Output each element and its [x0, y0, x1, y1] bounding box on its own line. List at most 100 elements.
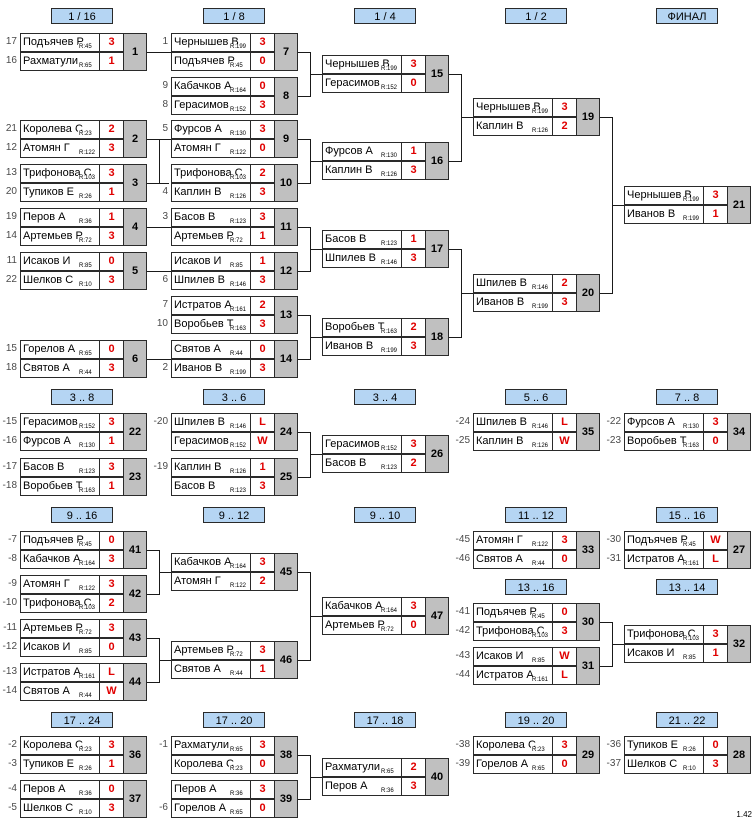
player-name: Воробьев Т [325, 321, 385, 333]
connector-line [298, 755, 310, 756]
player-score: 0 [99, 341, 123, 358]
player-score: L [552, 414, 576, 431]
connector-line [298, 183, 310, 184]
player-name: Святов А [174, 343, 221, 355]
player-rating: R:152 [78, 424, 97, 431]
player-name: Трифонова С [174, 167, 243, 179]
match-number: 36 [123, 736, 147, 774]
player-name: Чернышев В [325, 58, 390, 70]
match-number: 38 [274, 736, 298, 774]
player-name: Кабачков А [174, 80, 232, 92]
player-name: Перов А [174, 783, 217, 795]
player-name: Герасимов [325, 77, 380, 89]
connector-line [612, 644, 624, 645]
player-name: Герасимов [23, 416, 78, 428]
player-score: 3 [250, 316, 274, 333]
player-score: 3 [99, 34, 123, 51]
match-number: 3 [123, 164, 147, 202]
player-score: 1 [703, 206, 727, 223]
player-name: Исаков И [23, 255, 71, 267]
player-rating: R:65 [78, 351, 93, 358]
seed-number: 21 [5, 123, 17, 134]
section-header: 1 / 16 [51, 8, 113, 24]
player-score: 0 [99, 253, 123, 270]
seed-number: 10 [156, 318, 168, 329]
match-number: 41 [123, 531, 147, 569]
match-number: 39 [274, 780, 298, 818]
player-score: 0 [552, 551, 576, 568]
connector-line [310, 777, 322, 778]
connector-line [612, 205, 624, 206]
player-name: Иванов В [627, 208, 676, 220]
player-name: Каплин В [325, 164, 373, 176]
connector-line [298, 359, 310, 360]
seed-number: -25 [455, 435, 470, 446]
player-rating: R:23 [78, 747, 93, 754]
player-rating: R:126 [229, 469, 248, 476]
player-name: Герасимов [174, 99, 229, 111]
player-name: Артемьев Р [174, 644, 234, 656]
player-score: 3 [703, 414, 727, 431]
player-score: 3 [250, 737, 274, 754]
seed-number: -45 [455, 534, 470, 545]
match-number: 7 [274, 33, 298, 71]
player-rating: R:123 [78, 469, 97, 476]
seed-number: 1 [162, 36, 168, 47]
player-rating: R:72 [78, 630, 93, 637]
player-score: 0 [99, 781, 123, 798]
player-name: Каплин В [476, 120, 524, 132]
player-rating: R:163 [380, 329, 399, 336]
connector-line [461, 74, 462, 162]
match-number: 20 [576, 274, 600, 312]
match-number: 34 [727, 413, 751, 451]
connector-line [298, 660, 310, 661]
seed-number: -1 [159, 739, 168, 750]
player-name: Атомян Г [23, 578, 70, 590]
player-score: 3 [250, 642, 274, 659]
player-rating: R:122 [531, 542, 550, 549]
player-name: Басов В [174, 211, 216, 223]
player-name: Подъячев Р [23, 36, 84, 48]
player-name: Артемьев Р [325, 619, 385, 631]
seed-number: -44 [455, 669, 470, 680]
match-number: 35 [576, 413, 600, 451]
match-number: 10 [274, 164, 298, 202]
player-score: 3 [401, 250, 425, 267]
player-name: Кабачков А [325, 600, 383, 612]
player-name: Исаков И [174, 255, 222, 267]
player-rating: R:26 [682, 747, 697, 754]
connector-line [147, 227, 171, 228]
connector-line [310, 337, 322, 338]
seed-number: -19 [153, 461, 168, 472]
player-score: 3 [250, 34, 274, 51]
seed-number: 9 [162, 80, 168, 91]
player-name: Артемьев Р [23, 230, 83, 242]
player-rating: R:85 [682, 655, 697, 662]
seed-number: -17 [2, 461, 17, 472]
connector-line [600, 293, 612, 294]
seed-number: -18 [2, 480, 17, 491]
match-number: 2 [123, 120, 147, 158]
player-score: 3 [99, 414, 123, 431]
player-name: Перов А [23, 783, 66, 795]
player-name: Горелов А [23, 343, 76, 355]
player-rating: R:164 [380, 608, 399, 615]
player-name: Рахматули [174, 739, 230, 751]
